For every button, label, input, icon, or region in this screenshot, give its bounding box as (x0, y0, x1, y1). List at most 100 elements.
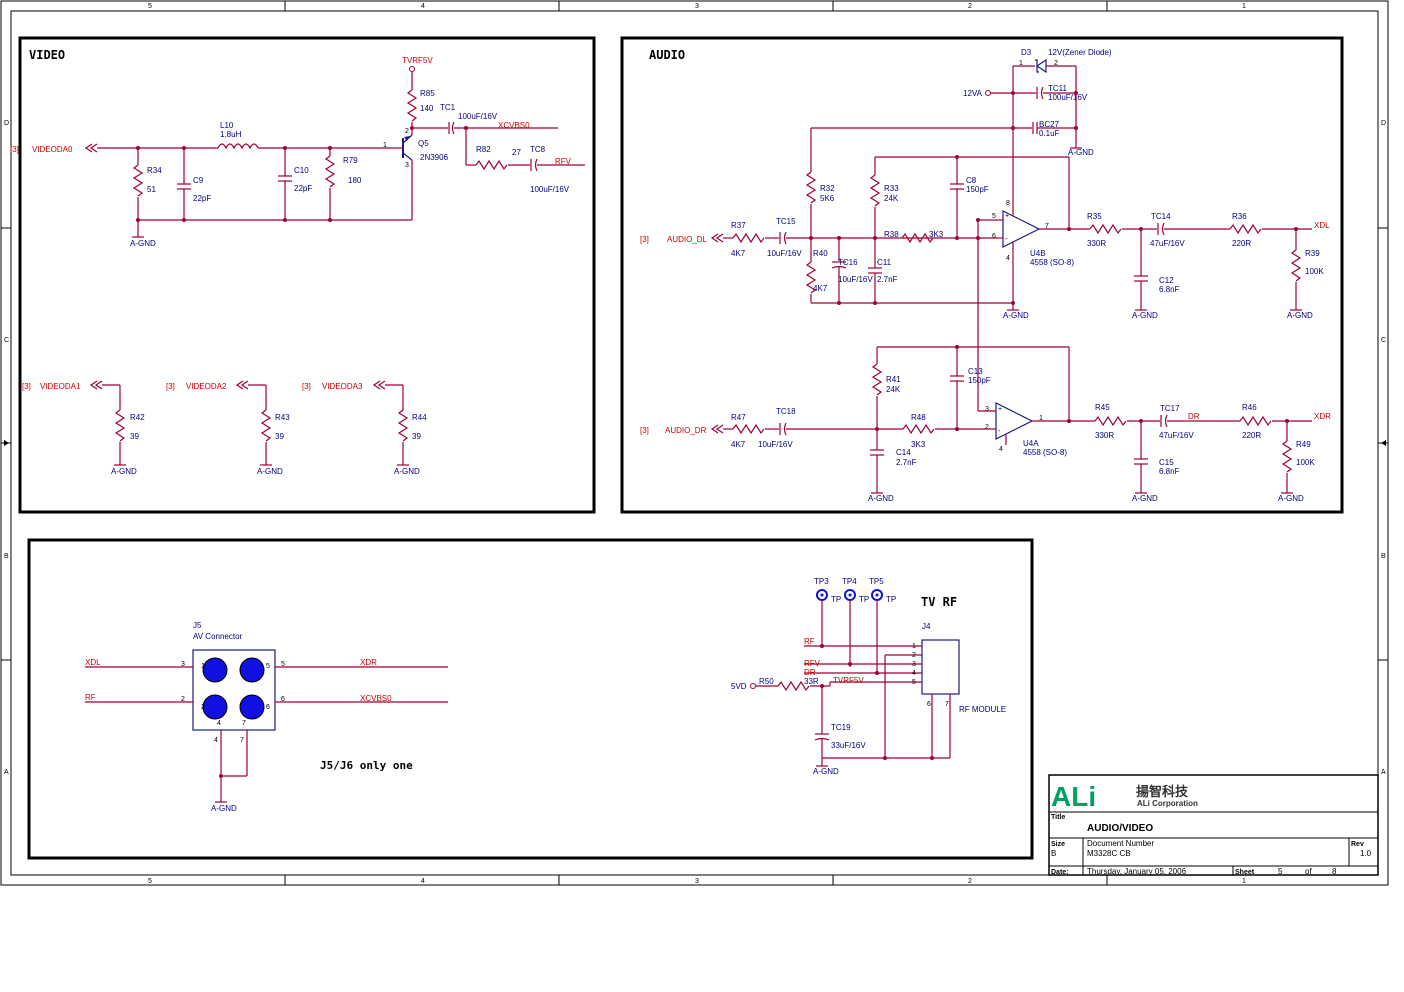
r38-value: 3K3 (929, 230, 944, 239)
r79-resistor (325, 155, 335, 188)
r39-value: 100K (1305, 267, 1324, 276)
company-name-cn: 揚智科技 (1136, 784, 1189, 799)
tc14-value: 47uF/16V (1150, 239, 1185, 248)
c10-value: 22pF (294, 184, 312, 193)
audio-block: AUDIO D3 12V(Zener Diode) 1 2 12VA TC11 … (620, 36, 1344, 514)
row-label-d: D (4, 120, 9, 127)
svg-text:Document Number: Document Number (1087, 839, 1154, 848)
svg-text:2: 2 (181, 696, 185, 703)
c14-value: 2.7nF (896, 458, 917, 467)
r85-resistor (407, 89, 417, 122)
j5-av-connector (192, 649, 276, 731)
tc17-ref: TC17 (1160, 404, 1180, 413)
c10-ref: C10 (294, 166, 309, 175)
audio-dl-label: AUDIO_DL (667, 235, 708, 244)
svg-text:of: of (1305, 867, 1312, 876)
u4b-opamp (990, 210, 1090, 248)
r85-value: 140 (420, 104, 434, 113)
svg-text:1: 1 (1039, 415, 1043, 422)
tc18-value: 10uF/16V (758, 440, 793, 449)
tc15-ref: TC15 (776, 217, 796, 226)
svg-text:7: 7 (242, 720, 246, 727)
svg-text:+: + (1005, 213, 1009, 220)
svg-text:A-GND: A-GND (868, 494, 894, 503)
svg-text:A-GND: A-GND (257, 467, 283, 476)
svg-text:1: 1 (1019, 60, 1023, 67)
tc1-value: 100uF/16V (458, 112, 498, 121)
j5-xdl-net: XDL (85, 658, 101, 667)
r48-value: 3K3 (911, 440, 926, 449)
svg-text:39: 39 (275, 432, 284, 441)
connector-block: J5 AV Connector 1 5 2 6 4 7 XDL RF XDR X… (27, 538, 1034, 860)
r37-value: 4K7 (731, 249, 746, 258)
tp5-ref: TP5 (869, 577, 884, 586)
svg-text:TP: TP (886, 595, 896, 604)
title-block: ALi 揚智科技 ALi Corporation Title AUDIO/VID… (1048, 774, 1379, 876)
svg-text:R43: R43 (275, 413, 290, 422)
svg-text:5: 5 (266, 663, 270, 670)
j5-j6-note: J5/J6 only one (320, 759, 413, 772)
svg-text:+: + (998, 406, 1002, 413)
video-block: VIDEO TVRF5V R85 140 1 2 3 Q5 2N3906 TC1 (10, 36, 596, 514)
svg-text:3: 3 (985, 406, 989, 413)
svg-text:R42: R42 (130, 413, 145, 422)
r41-ref: R41 (886, 375, 901, 384)
tc11-ref: TC11 (1048, 84, 1068, 93)
videoda0-port: [3] (10, 145, 19, 154)
svg-text:A-GND: A-GND (1003, 311, 1029, 320)
r39-resistor (1291, 249, 1301, 282)
row-label-a-right: A (1381, 769, 1386, 776)
tc11-value: 100uF/16V (1048, 93, 1088, 102)
r50-ref: R50 (759, 677, 774, 686)
l10-ref: L10 (220, 121, 234, 130)
dr-label: DR (1188, 412, 1200, 421)
j4-rf-module (921, 639, 960, 695)
r50-value: 33R (804, 677, 819, 686)
r37-ref: R37 (731, 221, 746, 230)
svg-text:Rev: Rev (1351, 841, 1364, 848)
row-label-c: C (4, 337, 9, 344)
tp4-ref: TP4 (842, 577, 857, 586)
tp3-test-point (816, 589, 828, 646)
r32-resistor (806, 171, 816, 204)
svg-text:Size: Size (1051, 841, 1065, 848)
audio-title: AUDIO (649, 48, 685, 62)
document-number: M3328C CB (1087, 849, 1131, 858)
svg-text:4: 4 (999, 446, 1003, 453)
xdr-label: XDR (1314, 412, 1331, 421)
c12-ref: C12 (1159, 276, 1174, 285)
tc18-ref: TC18 (776, 407, 796, 416)
svg-text:A-GND: A-GND (1132, 311, 1158, 320)
l10-inductor (217, 143, 259, 150)
svg-text:1: 1 (201, 663, 205, 670)
sheet-frame: 5 4 3 2 1 5 4 3 2 1 D C B A D C B A (0, 0, 1389, 886)
c9-value: 22pF (193, 194, 211, 203)
j5-ref: J5 (193, 621, 202, 630)
svg-text:1: 1 (912, 643, 916, 650)
svg-text:-: - (998, 428, 1001, 435)
c8-ref: C8 (966, 176, 977, 185)
r36-resistor (1229, 224, 1262, 234)
tp4-test-point (844, 589, 856, 667)
col-label-4-bottom: 4 (421, 878, 425, 885)
r35-ref: R35 (1087, 212, 1102, 221)
j4-rfv-net: RFV (804, 659, 821, 668)
rfv-label: RFV (555, 157, 572, 166)
svg-text:1: 1 (383, 142, 387, 149)
svg-text:A-GND: A-GND (1132, 494, 1158, 503)
svg-text:[3]: [3] (640, 426, 649, 435)
r33-resistor (870, 174, 880, 207)
svg-text:A-GND: A-GND (1287, 311, 1313, 320)
r46-value: 220R (1242, 431, 1261, 440)
j5-xdr-net: XDR (360, 658, 377, 667)
5vd-label: 5VD (731, 682, 747, 691)
row-label-b-right: B (1381, 553, 1386, 560)
j4-tvrf5v-net: TVRF5V (833, 676, 864, 685)
svg-text:7: 7 (240, 737, 244, 744)
svg-text:[3]: [3] (302, 382, 311, 391)
svg-text:Sheet: Sheet (1235, 869, 1255, 876)
col-label-5: 5 (148, 3, 152, 10)
col-label-2: 2 (968, 3, 972, 10)
svg-text:VIDEODA3: VIDEODA3 (322, 382, 363, 391)
col-label-3: 3 (695, 3, 699, 10)
